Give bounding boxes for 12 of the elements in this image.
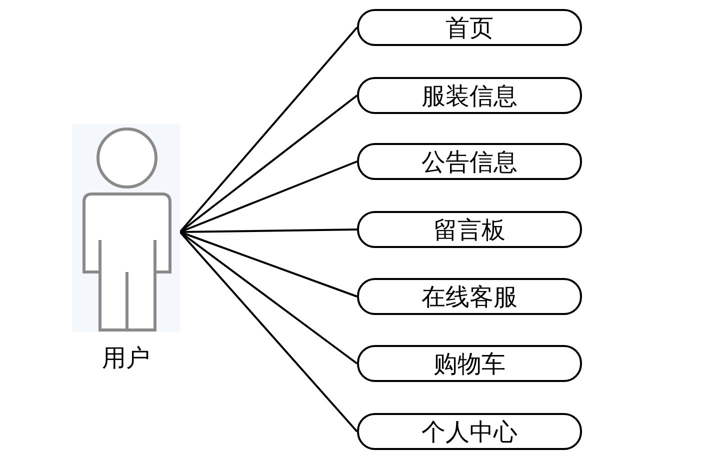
use-case-box: 服装信息 bbox=[357, 77, 582, 114]
use-case-box: 个人中心 bbox=[357, 413, 582, 450]
connector-line bbox=[180, 228, 358, 233]
use-case-box: 留言板 bbox=[357, 211, 582, 248]
connector-line bbox=[179, 231, 358, 432]
use-case-box: 购物车 bbox=[357, 345, 582, 382]
connector-line bbox=[179, 26, 358, 233]
use-case-box: 首页 bbox=[357, 9, 582, 46]
use-case-box: 在线客服 bbox=[357, 278, 582, 315]
actor-label: 用户 bbox=[101, 343, 151, 374]
connector-line bbox=[180, 231, 358, 298]
use-case-box: 公告信息 bbox=[357, 143, 582, 180]
